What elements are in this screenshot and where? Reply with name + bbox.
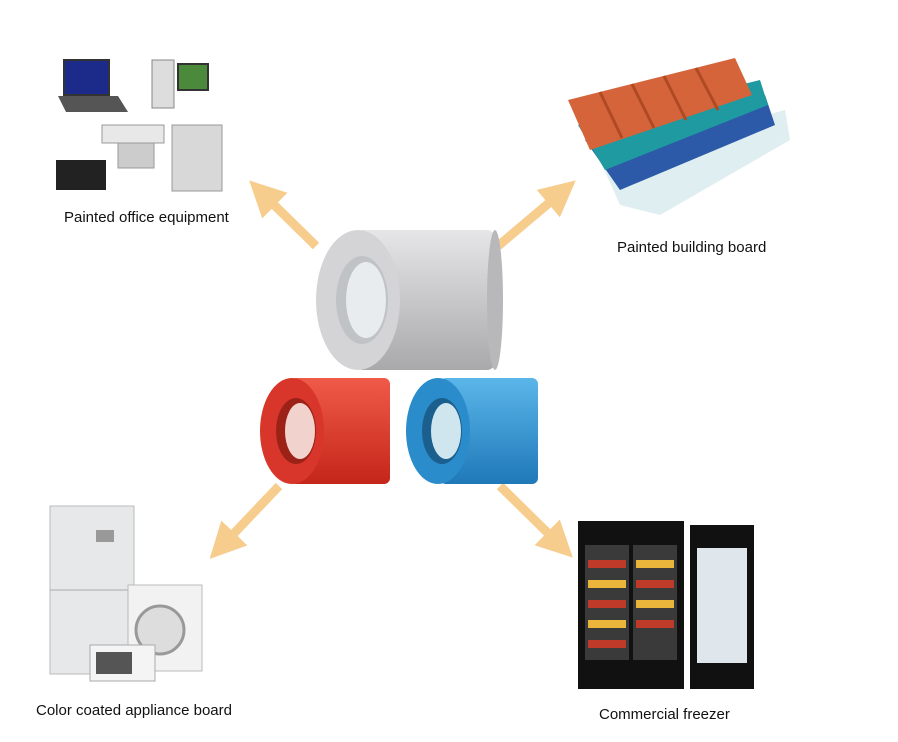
blue-coil: [406, 378, 538, 484]
arrow-to-freezer: [496, 482, 573, 558]
building-board-image: [568, 58, 790, 215]
appliance-image: [49, 505, 203, 682]
label-appliance-board: Color coated appliance board: [36, 702, 232, 719]
arrow-to-appliance: [209, 482, 283, 560]
office-equipment-image: [56, 59, 223, 192]
gray-coil: [316, 230, 503, 370]
arrow-to-office: [249, 180, 320, 250]
label-building-board: Painted building board: [617, 239, 767, 256]
red-coil: [260, 378, 390, 484]
arrow-to-building: [495, 180, 576, 250]
label-office-equipment: Painted office equipment: [64, 209, 229, 226]
label-commercial-freezer: Commercial freezer: [599, 706, 730, 723]
freezer-image: [578, 521, 754, 689]
